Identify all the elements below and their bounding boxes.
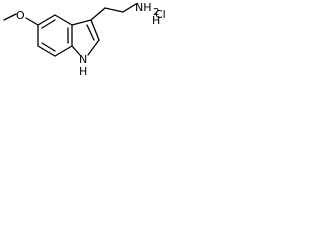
methoxy-ring-bond bbox=[25, 17, 39, 26]
side-chain-bond-3 bbox=[122, 3, 137, 13]
hydrochloride-cl-label: Cl bbox=[155, 8, 166, 21]
methoxy-oxygen-label: O bbox=[16, 9, 25, 22]
hydrochloride-h-label: H bbox=[152, 14, 160, 27]
amine-subscript: 2 bbox=[153, 7, 159, 18]
methyl-bond bbox=[3, 13, 17, 21]
benzene-bond-4 bbox=[54, 45, 73, 57]
benzene-double-3 bbox=[41, 42, 56, 52]
benzene-bond-1 bbox=[37, 14, 56, 26]
side-chain-bond-2 bbox=[104, 7, 124, 13]
pyrrole-bond-c2-n1 bbox=[87, 39, 100, 56]
side-chain-bond-1 bbox=[90, 7, 106, 21]
ring-nitrogen-label: N bbox=[79, 53, 87, 66]
benzene-double-1 bbox=[41, 19, 56, 29]
pyrrole-bond-n1-c7a bbox=[71, 45, 81, 56]
benzene-bond-5 bbox=[37, 45, 56, 57]
amine-label: NH bbox=[135, 1, 152, 14]
pyrrole-bond-c3-c2 bbox=[90, 19, 100, 41]
pyrrole-bond-c3a-c3 bbox=[71, 19, 92, 26]
chemical-structure: O N H NH 2 H Cl bbox=[3, 1, 166, 78]
pyrrole-double-c3-c2 bbox=[86, 24, 95, 41]
benzene-bond-2 bbox=[54, 14, 73, 26]
ring-nitrogen-hydrogen-label: H bbox=[79, 65, 87, 78]
